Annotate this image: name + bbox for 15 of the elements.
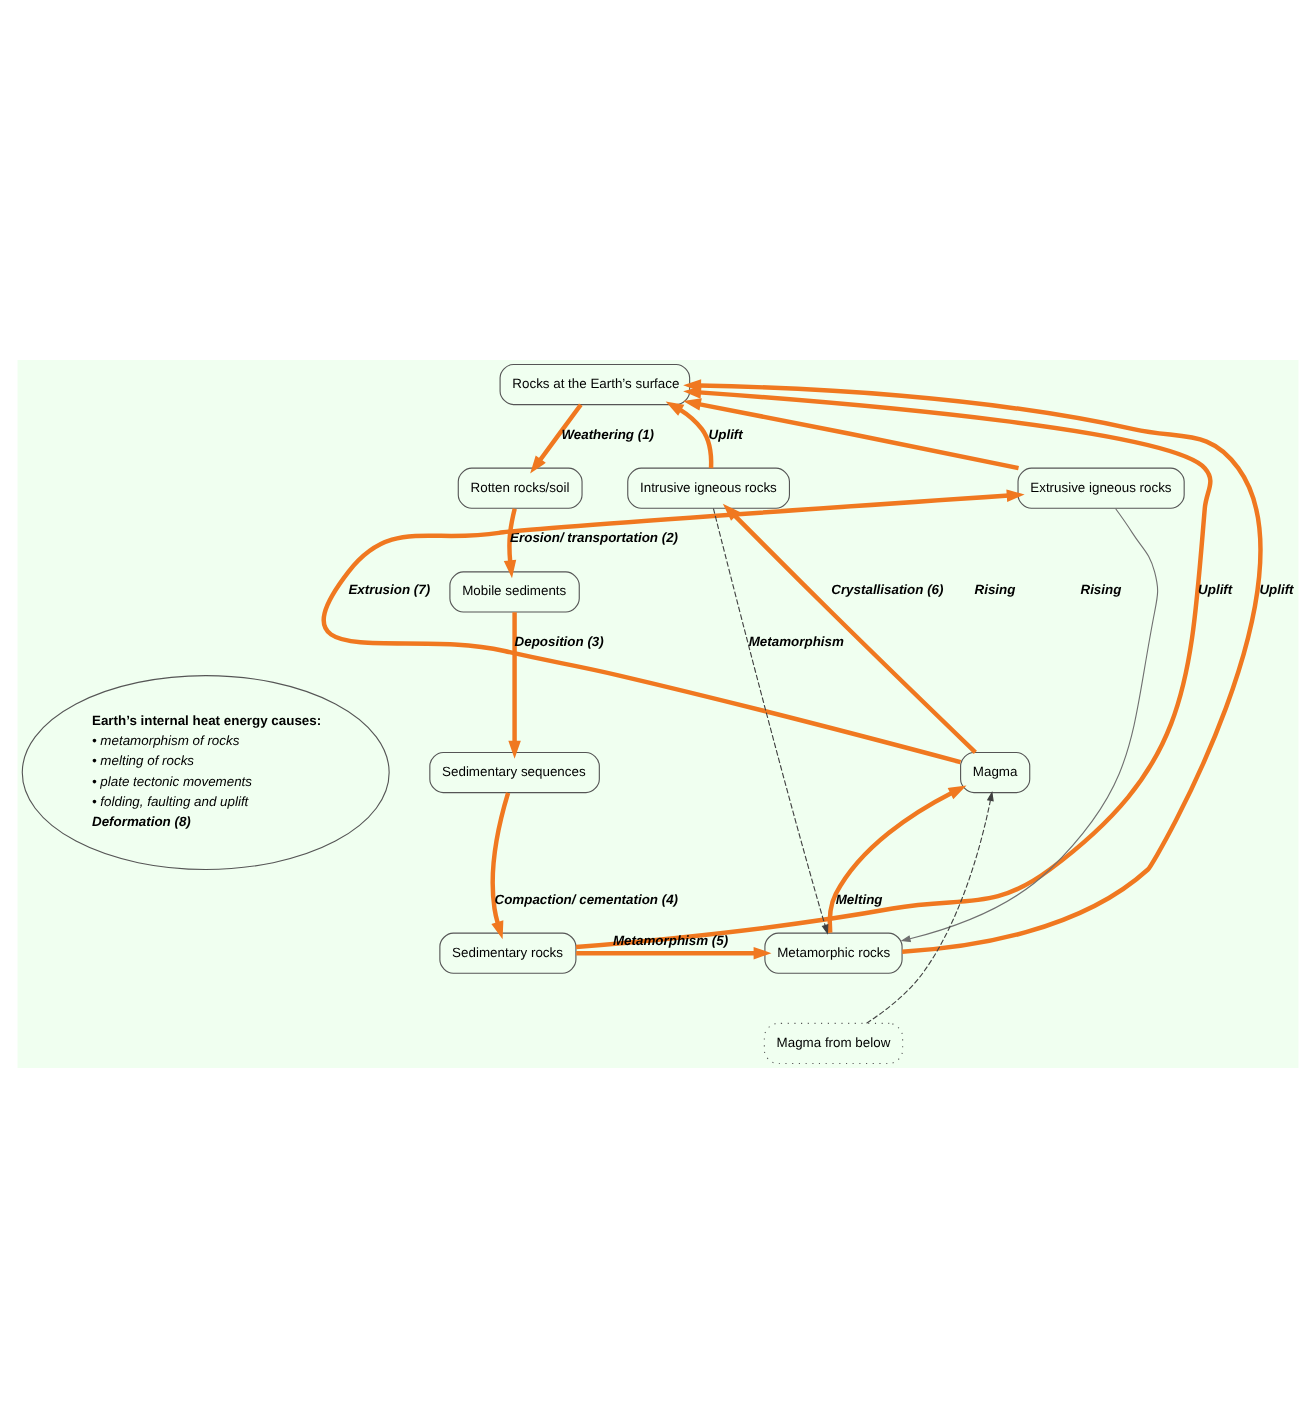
arrow bbox=[575, 386, 1212, 950]
arrow bbox=[490, 792, 511, 940]
arrow bbox=[722, 503, 977, 754]
arrow bbox=[530, 403, 583, 474]
arrow bbox=[576, 946, 772, 960]
arrow bbox=[683, 379, 1263, 954]
arrow bbox=[665, 401, 714, 469]
arrow bbox=[322, 489, 1025, 765]
arrow bbox=[900, 508, 1159, 943]
arrow bbox=[508, 612, 521, 759]
arrow bbox=[827, 785, 967, 933]
arrow bbox=[866, 790, 994, 1024]
arrow bbox=[683, 398, 1019, 471]
arrow bbox=[503, 508, 517, 579]
arrow bbox=[712, 508, 829, 935]
